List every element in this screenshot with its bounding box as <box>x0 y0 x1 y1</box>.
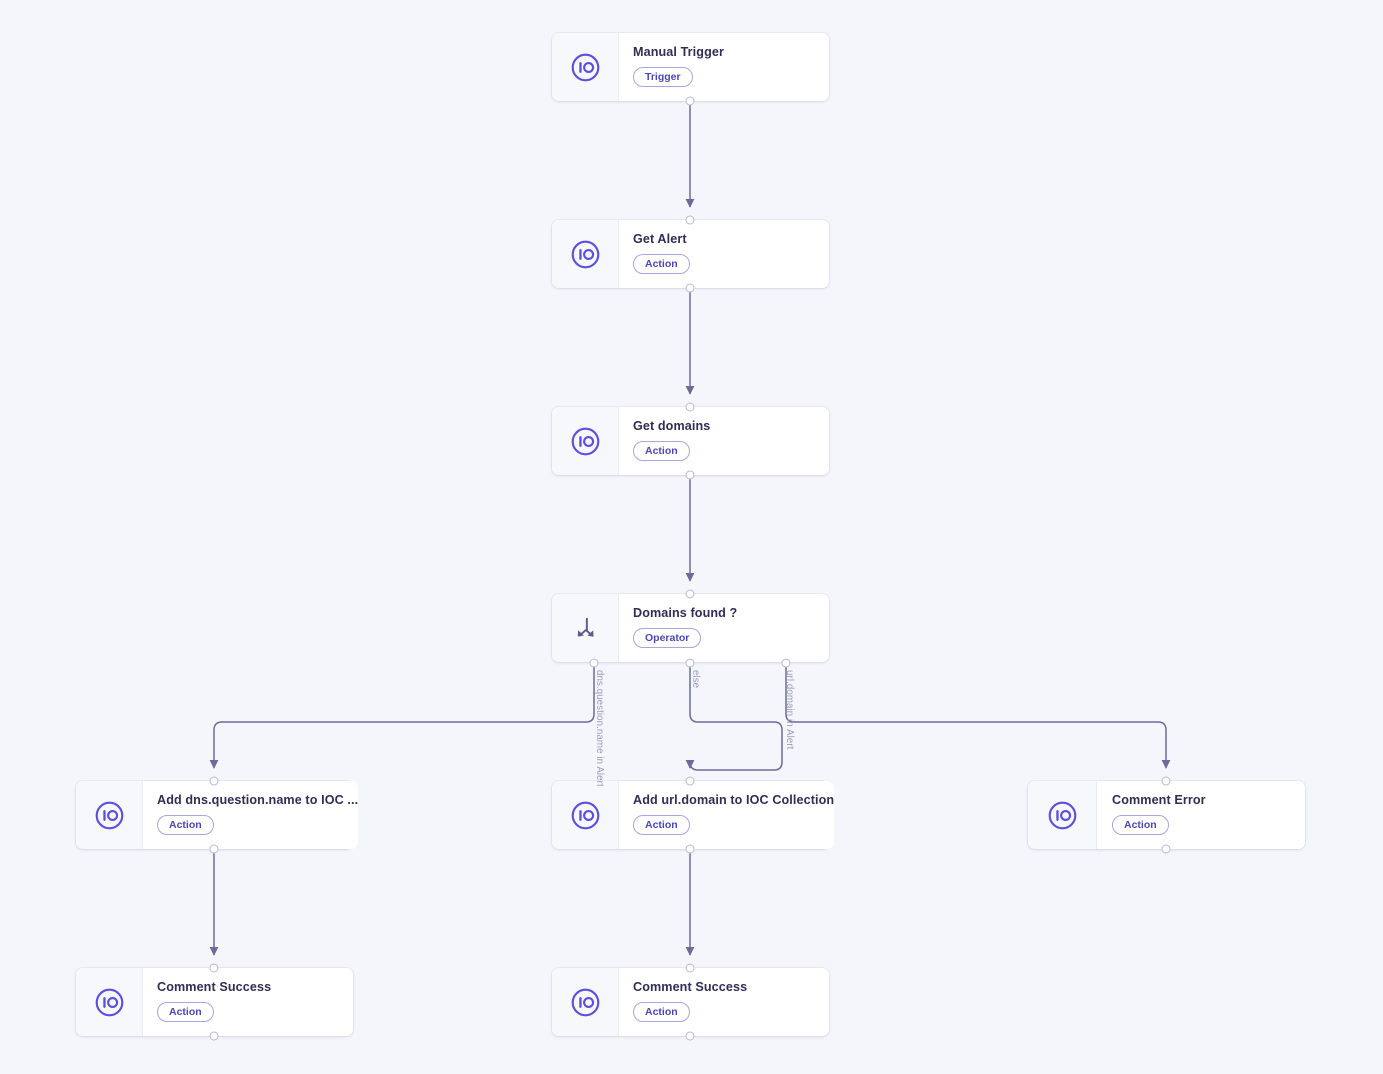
io-circle-icon <box>1048 801 1076 829</box>
node-badge: Operator <box>633 628 702 648</box>
node-body: Comment Error Action <box>1097 781 1305 849</box>
node-body: Comment Success Action <box>143 968 353 1036</box>
node-body: Get Alert Action <box>619 220 829 288</box>
edge-label-url-domain: url.domain in Alert <box>784 670 795 750</box>
handle-target-get-domains[interactable] <box>685 402 695 412</box>
handle-source-get-domains[interactable] <box>685 470 695 480</box>
handle-source-domains-found-branch-url[interactable] <box>781 658 791 668</box>
node-icon-cell <box>552 594 619 662</box>
node-icon-cell <box>552 968 619 1036</box>
io-circle-icon <box>571 240 599 268</box>
node-badge: Action <box>1112 815 1169 835</box>
node-add-url-domain[interactable]: Add url.domain to IOC Collection Action <box>552 781 835 849</box>
handle-source-get-alert[interactable] <box>685 283 695 293</box>
node-title: Comment Success <box>633 980 748 994</box>
node-badge: Action <box>157 1002 214 1022</box>
node-title: Manual Trigger <box>633 45 724 59</box>
node-title: Get domains <box>633 419 711 433</box>
node-manual-trigger[interactable]: Manual Trigger Trigger <box>552 33 829 101</box>
node-body: Add dns.question.name to IOC ... Action <box>143 781 359 849</box>
edge-domains-found-to-add-url <box>685 663 783 771</box>
node-title: Add dns.question.name to IOC ... <box>157 793 359 807</box>
node-badge: Trigger <box>633 67 693 87</box>
node-icon-cell <box>76 968 143 1036</box>
branch-split-icon <box>577 617 594 637</box>
node-body: Get domains Action <box>619 407 829 475</box>
handle-source-add-url-domain[interactable] <box>685 844 695 854</box>
node-icon-cell <box>552 781 619 849</box>
io-circle-icon <box>571 801 599 829</box>
node-body: Domains found ? Operator <box>619 594 829 662</box>
handle-target-comment-success-center[interactable] <box>685 963 695 973</box>
handle-source-manual-trigger[interactable] <box>685 96 695 106</box>
handle-target-comment-success-left[interactable] <box>209 963 219 973</box>
node-body: Comment Success Action <box>619 968 829 1036</box>
node-icon-cell <box>76 781 143 849</box>
node-comment-error[interactable]: Comment Error Action <box>1028 781 1305 849</box>
edge-domains-found-to-comment-error <box>785 663 1171 769</box>
node-badge: Action <box>633 254 690 274</box>
handle-target-comment-error[interactable] <box>1161 776 1171 786</box>
edge-label-dns-question-name: dns.question.name in Alert <box>594 670 605 786</box>
node-icon-cell <box>552 220 619 288</box>
node-domains-found[interactable]: Domains found ? Operator <box>552 594 829 662</box>
io-circle-icon <box>571 53 599 81</box>
handle-source-domains-found-branch-dns[interactable] <box>589 658 599 668</box>
node-icon-cell <box>1028 781 1097 849</box>
handle-source-comment-success-center[interactable] <box>685 1031 695 1041</box>
node-body: Add url.domain to IOC Collection Action <box>619 781 835 849</box>
handle-target-add-url-domain[interactable] <box>685 776 695 786</box>
node-comment-success-center[interactable]: Comment Success Action <box>552 968 829 1036</box>
node-get-domains[interactable]: Get domains Action <box>552 407 829 475</box>
node-title: Get Alert <box>633 232 687 246</box>
node-title: Domains found ? <box>633 606 738 620</box>
node-title: Add url.domain to IOC Collection <box>633 793 835 807</box>
node-icon-cell <box>552 407 619 475</box>
node-icon-cell <box>552 33 619 101</box>
node-badge: Action <box>633 815 690 835</box>
node-badge: Action <box>633 1002 690 1022</box>
node-body: Manual Trigger Trigger <box>619 33 829 101</box>
handle-target-domains-found[interactable] <box>685 589 695 599</box>
io-circle-icon <box>95 988 123 1016</box>
node-title: Comment Error <box>1112 793 1206 807</box>
node-badge: Action <box>633 441 690 461</box>
io-circle-icon <box>571 988 599 1016</box>
handle-source-add-dns-question-name[interactable] <box>209 844 219 854</box>
handle-source-comment-error[interactable] <box>1161 844 1171 854</box>
edge-label-else: else <box>690 670 701 689</box>
node-title: Comment Success <box>157 980 272 994</box>
io-circle-icon <box>95 801 123 829</box>
node-badge: Action <box>157 815 214 835</box>
io-circle-icon <box>571 427 599 455</box>
handle-target-add-dns-question-name[interactable] <box>209 776 219 786</box>
node-add-dns-question-name[interactable]: Add dns.question.name to IOC ... Action <box>76 781 359 849</box>
handle-source-comment-success-left[interactable] <box>209 1031 219 1041</box>
node-get-alert[interactable]: Get Alert Action <box>552 220 829 288</box>
node-comment-success-left[interactable]: Comment Success Action <box>76 968 353 1036</box>
handle-source-domains-found-branch-else[interactable] <box>685 658 695 668</box>
edge-domains-found-to-add-dns <box>209 663 595 769</box>
handle-target-get-alert[interactable] <box>685 215 695 225</box>
